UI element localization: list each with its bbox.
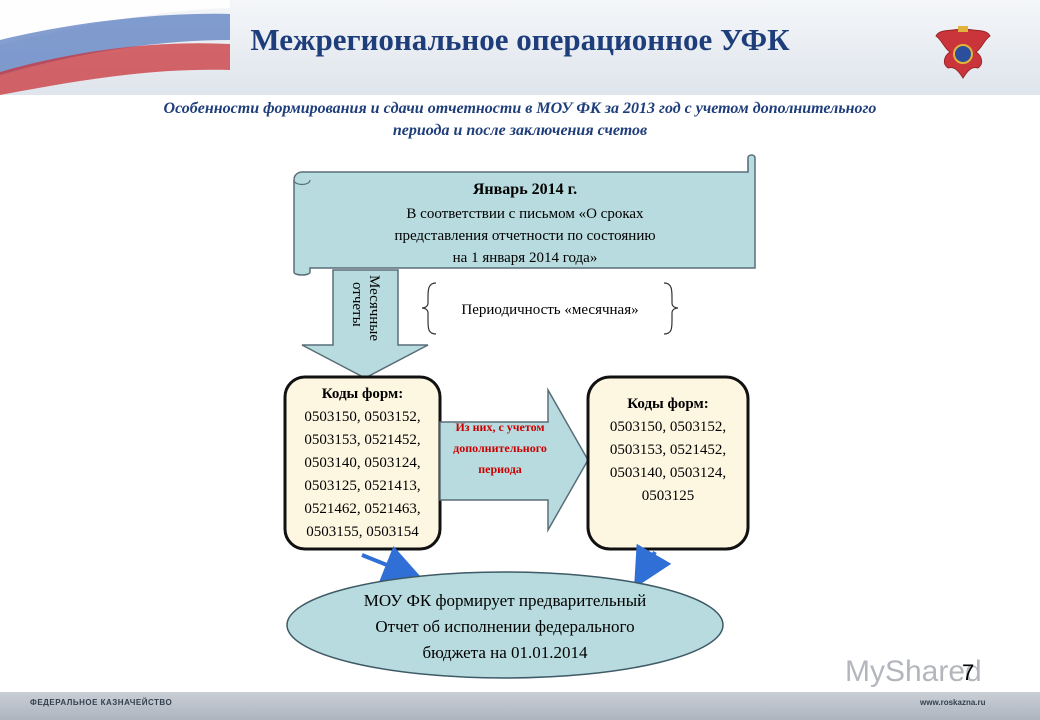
left-box-title: Коды форм: [321, 386, 404, 402]
footer-band [0, 692, 1040, 720]
left-box-line: 0521462, 0521463, [304, 501, 421, 517]
periodicity-text: Периодичность «месячная» [461, 302, 638, 318]
scroll-line-1: В соответствии с письмом «О сроках [406, 206, 644, 222]
page-number: 7 [962, 660, 975, 685]
right-arrow-line-1: Из них, с учетом [455, 420, 544, 434]
left-box-line: 0503140, 0503124, [304, 455, 421, 471]
down-arrow-line-1: Месячные [366, 275, 382, 341]
left-connector-arrow [361, 546, 424, 584]
footer-org-name: ФЕДЕРАЛЬНОЕ КАЗНАЧЕЙСТВО [30, 698, 173, 707]
scroll-banner: Январь 2014 г. В соответствии с письмом … [293, 154, 756, 276]
right-connector-arrow [634, 543, 672, 589]
slide-subtitle: Особенности формирования и сдачи отчетно… [20, 98, 1020, 142]
left-box-line: 0503150, 0503152, [304, 409, 421, 425]
subtitle-line-1: Особенности формирования и сдачи отчетно… [163, 100, 877, 117]
right-box-content: Коды форм: 0503150, 0503152, 0503153, 05… [588, 393, 748, 508]
right-box-line: 0503150, 0503152, [609, 419, 727, 435]
right-box-title: Коды форм: [627, 396, 709, 412]
left-box-line: 0503155, 0503154 [306, 524, 419, 540]
ellipse-line-3: бюджета на 01.01.2014 [422, 643, 588, 662]
right-box-line: 0503140, 0503124, [609, 465, 727, 481]
scroll-line-2: представления отчетности по состоянию [394, 228, 655, 244]
scroll-title: Январь 2014 г. [473, 181, 577, 198]
result-ellipse: МОУ ФК формирует предварительный Отчет о… [286, 571, 724, 679]
coat-of-arms-icon [935, 26, 991, 79]
right-box-line: 0503153, 0521452, [609, 442, 727, 458]
page-title: Межрегиональное операционное УФК [250, 22, 790, 57]
left-box-content: Коды форм: 0503150, 0503152, 0503153, 05… [285, 383, 440, 544]
left-box-line: 0503153, 0521452, [304, 432, 421, 448]
right-arrow-line-3: периода [478, 462, 522, 476]
ellipse-line-1: МОУ ФК формирует предварительный [364, 591, 646, 610]
scroll-line-3: на 1 января 2014 года» [453, 250, 598, 266]
down-arrow: Месячные отчеты [301, 269, 429, 379]
flag-graphic [0, 0, 230, 95]
periodicity-note: Периодичность «месячная» [421, 282, 679, 335]
right-arrow: Из них, с учетом дополнительного периода [439, 387, 589, 533]
footer-website-link[interactable]: www.roskazna.ru [920, 698, 986, 707]
right-box-line: 0503125 [641, 488, 695, 504]
ellipse-line-2: Отчет об исполнении федерального [375, 617, 634, 636]
down-arrow-line-2: отчеты [349, 282, 365, 327]
subtitle-line-2: периода и после заключения счетов [392, 122, 648, 139]
watermark-logo: MyShared [845, 655, 982, 688]
right-arrow-line-2: дополнительного [453, 441, 547, 455]
left-box-line: 0503125, 0521413, [304, 478, 421, 494]
